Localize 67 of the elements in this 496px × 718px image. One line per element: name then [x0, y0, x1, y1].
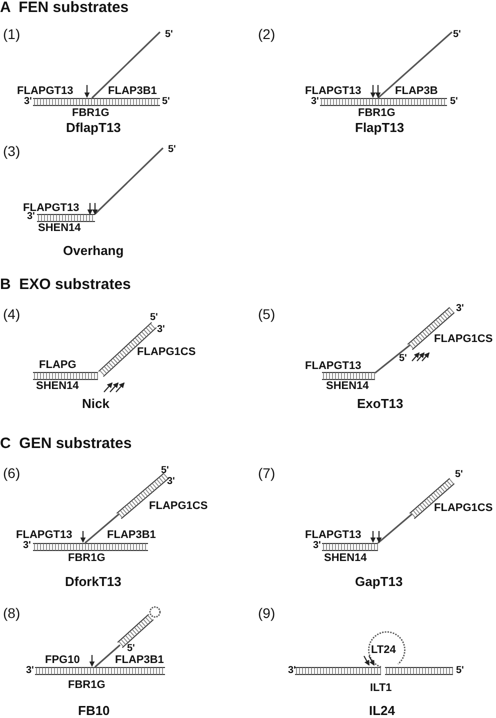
strand-label: FLAPG	[39, 360, 76, 371]
strand-label: FLAPGT13	[305, 530, 362, 541]
substrate-name: FlapT13	[355, 121, 404, 134]
end-label: 5'	[162, 97, 170, 107]
strand-label: FLAPG1CS	[434, 334, 493, 345]
strand-label: ILT1	[370, 683, 392, 694]
strand-label: FBR1G	[68, 680, 106, 691]
panel-number: (2)	[258, 27, 276, 41]
substrate-name: ExoT13	[357, 397, 404, 410]
strand-label: FBR1G	[358, 108, 396, 119]
end-label: 3'	[288, 666, 296, 676]
strand-label: FLAPGT13	[17, 86, 74, 97]
panel-number: (9)	[258, 606, 276, 620]
end-label: 3'	[157, 325, 165, 335]
panel-number: (7)	[258, 466, 276, 480]
strand-label: FLAP3B1	[115, 655, 164, 666]
end-label: 5'	[168, 145, 176, 155]
strand-label: FLAP3B1	[108, 86, 157, 97]
substrate-name: GapT13	[355, 575, 403, 588]
end-label: 3'	[167, 477, 175, 487]
strand-label: SHEN14	[324, 553, 367, 564]
panel-number: (1)	[3, 27, 20, 41]
end-label: 3'	[24, 97, 32, 107]
strand-label: FLAPG1CS	[149, 501, 208, 512]
substrate-name: Nick	[82, 397, 110, 410]
panel-number: (5)	[258, 307, 276, 321]
strand-label: FBR1G	[68, 553, 106, 564]
end-label: 5'	[450, 97, 458, 107]
end-label: 3'	[27, 212, 35, 222]
end-label: 3'	[23, 541, 31, 551]
strand-label: FLAPG1CS	[137, 347, 196, 358]
end-label: 5'	[150, 313, 158, 323]
strand-label: FLAPGT13	[305, 86, 362, 97]
panel-number: (6)	[3, 466, 20, 480]
end-label: 5'	[127, 644, 135, 654]
substrate-name: Overhang	[63, 244, 124, 257]
strand-label: FPG10	[45, 655, 80, 666]
end-label: 3'	[26, 666, 34, 676]
substrate-name: FB10	[78, 704, 110, 717]
end-label: 5'	[453, 30, 461, 40]
strand-label: FLAP3B	[395, 86, 438, 97]
strand-label: FLAPGT13	[305, 361, 362, 372]
strand-label: SHEN14	[326, 381, 369, 392]
panel-number: (8)	[3, 606, 20, 620]
panel-number: (3)	[3, 144, 20, 158]
section-heading: C GEN substrates	[0, 436, 132, 451]
end-label: 5'	[456, 666, 464, 676]
substrate-name: IL24	[369, 704, 396, 717]
strand-label: FLAPG1CS	[434, 503, 493, 514]
end-label: 5'	[165, 30, 173, 40]
strand-label: SHEN14	[38, 223, 81, 234]
end-label: 3'	[313, 541, 321, 551]
section-heading: A FEN substrates	[0, 0, 129, 15]
end-label: 5'	[161, 466, 169, 476]
end-label: 5'	[455, 470, 463, 480]
panel-number: (4)	[3, 307, 20, 321]
strand-label: FLAPGT13	[16, 530, 72, 541]
strand-label: SHEN14	[36, 381, 79, 392]
end-label: 5'	[399, 354, 407, 364]
end-label: 3'	[456, 304, 464, 314]
substrate-name: DforkT13	[65, 575, 122, 588]
substrate-name: DflapT13	[66, 121, 121, 134]
strand-label: FBR1G	[72, 108, 110, 119]
section-heading: B EXO substrates	[0, 277, 131, 292]
strand-label: LT24	[371, 645, 396, 656]
end-label: 3'	[311, 97, 319, 107]
strand-label: FLAP3B1	[107, 530, 156, 541]
